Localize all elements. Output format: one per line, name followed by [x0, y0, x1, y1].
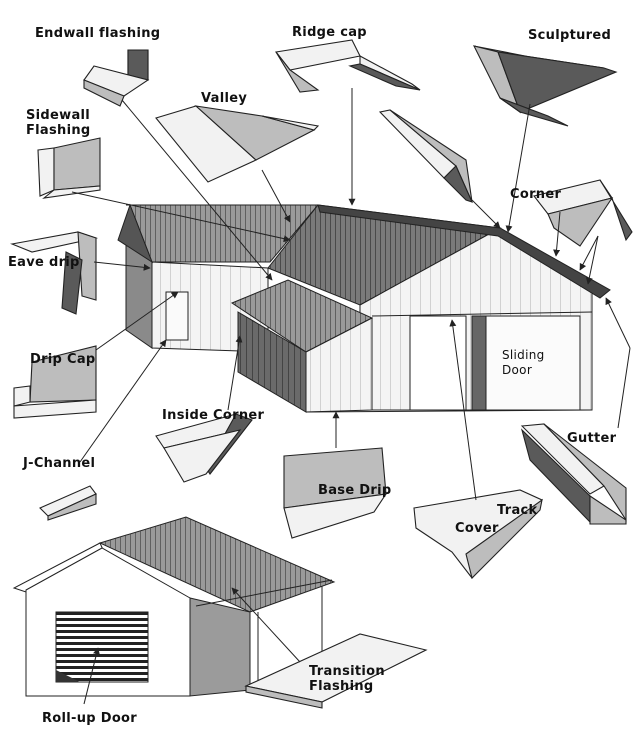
shed-side-wall: [189, 597, 251, 697]
label-roll-up-door: Roll-up Door: [42, 711, 137, 726]
walk-door: [165, 291, 189, 341]
inside-corner-part: [155, 413, 253, 483]
valley-part: [155, 105, 320, 183]
label-transition-flashing-line1: Transition: [309, 664, 385, 679]
label-track: Track: [497, 503, 538, 518]
corner-part: [533, 179, 633, 247]
porch-front-wall: [305, 317, 373, 413]
label-transition-flashing: Transition Flashing: [309, 664, 385, 694]
label-eave-drip: Eave drip: [8, 255, 80, 270]
label-sidewall-flashing-line1: Sidewall: [26, 108, 91, 123]
drip-cap-part: [13, 345, 97, 419]
label-transition-flashing-line2: Flashing: [309, 679, 374, 694]
gutter-part: [520, 423, 627, 525]
sliding-door-track-post: [471, 315, 487, 411]
label-sliding-door-line1: Sliding: [502, 348, 545, 362]
label-sidewall-flashing: Sidewall Flashing: [26, 108, 91, 138]
label-gutter: Gutter: [567, 431, 617, 446]
leader-lines: [71, 88, 631, 705]
endwall-flashing-part: [83, 49, 150, 107]
sidewall-flashing-part: [37, 137, 101, 199]
label-drip-cap: Drip Cap: [30, 352, 96, 367]
track-cover-part: [413, 489, 543, 580]
roll-up-door-shadow: [56, 670, 80, 682]
j-channel-part: [39, 485, 97, 521]
label-ridge-cap: Ridge cap: [292, 25, 367, 40]
sculptured-part: [472, 45, 618, 127]
label-inside-corner: Inside Corner: [162, 408, 265, 423]
label-j-channel: J-Channel: [23, 456, 96, 471]
middle-flashing-part: [378, 109, 474, 203]
label-endwall-flashing: Endwall flashing: [35, 26, 161, 41]
shed-roof: [98, 516, 336, 613]
label-sliding-door: Sliding Door: [502, 348, 545, 378]
roll-up-door: [55, 611, 149, 683]
transition-flashing-part: [244, 633, 428, 709]
label-sidewall-flashing-line2: Flashing: [26, 123, 91, 138]
left-wing-roof-end: [117, 203, 154, 264]
label-sculptured: Sculptured: [528, 28, 612, 43]
ridge-cap-part: [274, 39, 421, 93]
base-drip-part: [283, 447, 388, 539]
label-valley: Valley: [201, 91, 248, 106]
eave-drip-part: [10, 231, 99, 315]
label-corner: Corner: [510, 187, 562, 202]
main-building: [117, 203, 611, 413]
label-sliding-door-line2: Door: [502, 363, 533, 377]
label-base-drip: Base Drip: [318, 483, 392, 498]
left-door-opening: [409, 315, 467, 411]
shed-building: [12, 516, 336, 697]
label-cover: Cover: [455, 521, 499, 536]
